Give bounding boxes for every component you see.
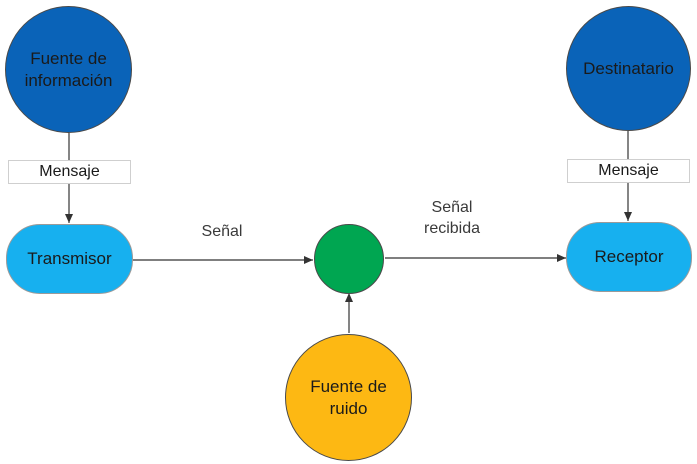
- node-noise-source-label: Fuente de ruido: [310, 377, 387, 418]
- message-label-left-text: Mensaje: [39, 163, 100, 180]
- node-transmitter-label: Transmisor: [27, 249, 112, 269]
- node-channel: [314, 224, 384, 294]
- received-signal-label-text: Señal recibida: [423, 199, 481, 237]
- node-information-source: Fuente de información: [5, 6, 132, 133]
- node-destination: Destinatario: [566, 6, 691, 131]
- node-destination-label: Destinatario: [583, 58, 674, 78]
- message-label-right: Mensaje: [567, 159, 690, 183]
- node-noise-source: Fuente de ruido: [285, 334, 412, 461]
- message-label-left: Mensaje: [8, 160, 131, 184]
- node-information-source-label: Fuente de información: [24, 49, 113, 90]
- signal-label: Señal: [190, 222, 254, 243]
- node-receiver: Receptor: [566, 222, 692, 292]
- signal-label-text: Señal: [201, 223, 243, 240]
- node-receiver-label: Receptor: [594, 247, 664, 267]
- message-label-right-text: Mensaje: [598, 162, 659, 179]
- received-signal-label: Señal recibida: [410, 198, 494, 240]
- node-transmitter: Transmisor: [6, 224, 133, 294]
